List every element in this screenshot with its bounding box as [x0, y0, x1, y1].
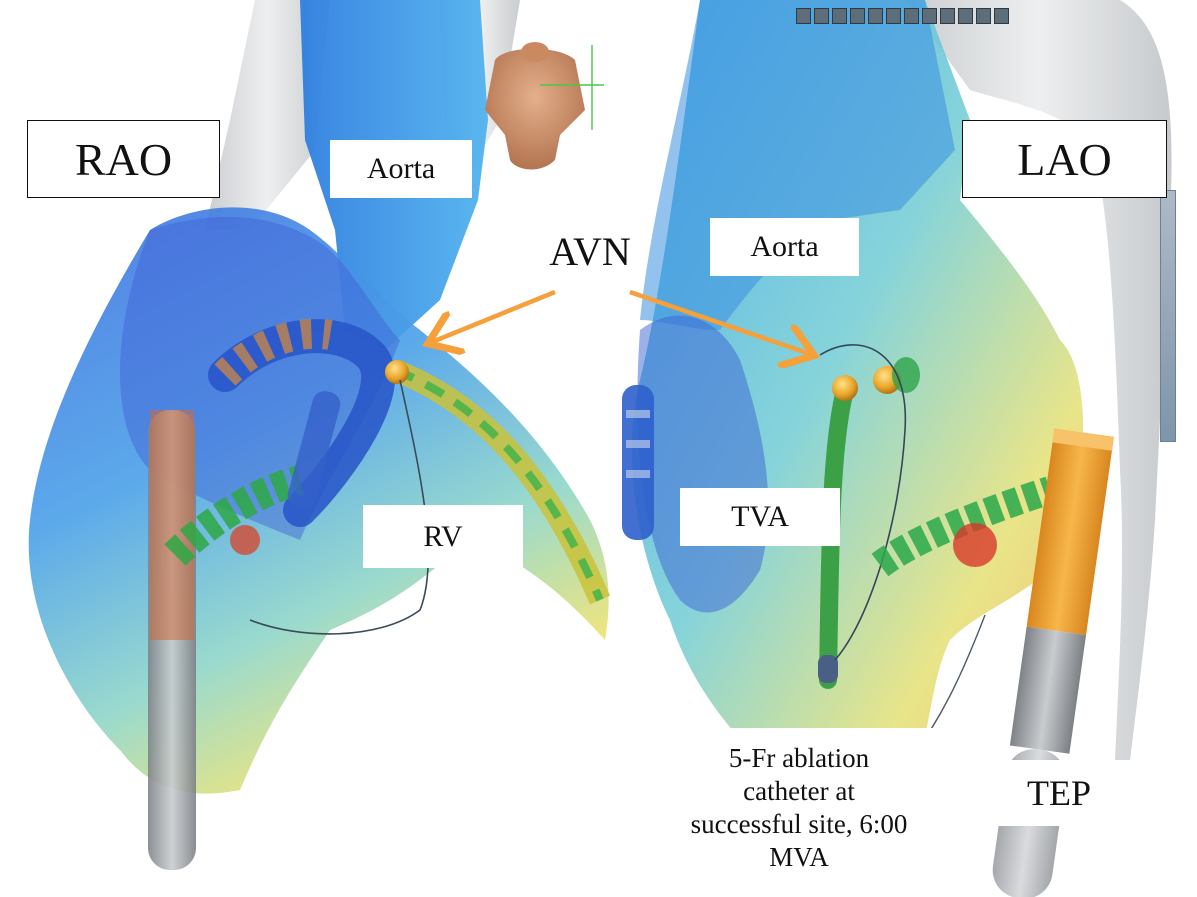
lao-blue-catheter [622, 385, 654, 540]
label-tva: TVA [680, 488, 840, 546]
ablation-caption-line: MVA [769, 841, 829, 874]
label-avn: AVN [530, 222, 650, 280]
label-rv: RV [363, 505, 523, 568]
toolbar-icon [976, 8, 991, 24]
lao-red-marker [953, 523, 997, 567]
label-aorta-rao: Aorta [330, 140, 472, 198]
toolbar-icon [850, 8, 865, 24]
ablation-caption-line: 5-Fr ablation [729, 742, 869, 775]
view-label-rao: RAO [27, 120, 220, 198]
toolbar-icon [994, 8, 1009, 24]
torso-orientation-icon [485, 42, 585, 169]
toolbar-icon [814, 8, 829, 24]
ablation-caption: 5-Fr ablation catheter at successful sit… [660, 728, 938, 888]
software-toolbar [796, 8, 1009, 28]
avn-arrow-left [432, 292, 555, 342]
toolbar-icon [940, 8, 955, 24]
rao-red-marker [230, 525, 260, 555]
toolbar-icon [904, 8, 919, 24]
rao-avn-ball [385, 360, 409, 384]
toolbar-icon [796, 8, 811, 24]
toolbar-icon [958, 8, 973, 24]
toolbar-icon [922, 8, 937, 24]
color-scale-rail [1160, 190, 1176, 442]
label-tep: TEP [995, 760, 1123, 826]
toolbar-icon [868, 8, 883, 24]
ablation-caption-line: catheter at [743, 775, 855, 808]
ablation-caption-line: successful site, 6:00 [691, 808, 908, 841]
view-label-lao: LAO [962, 120, 1167, 198]
toolbar-icon [886, 8, 901, 24]
lao-avn-ball-1 [832, 375, 858, 401]
toolbar-icon [832, 8, 847, 24]
label-aorta-lao: Aorta [710, 218, 859, 276]
